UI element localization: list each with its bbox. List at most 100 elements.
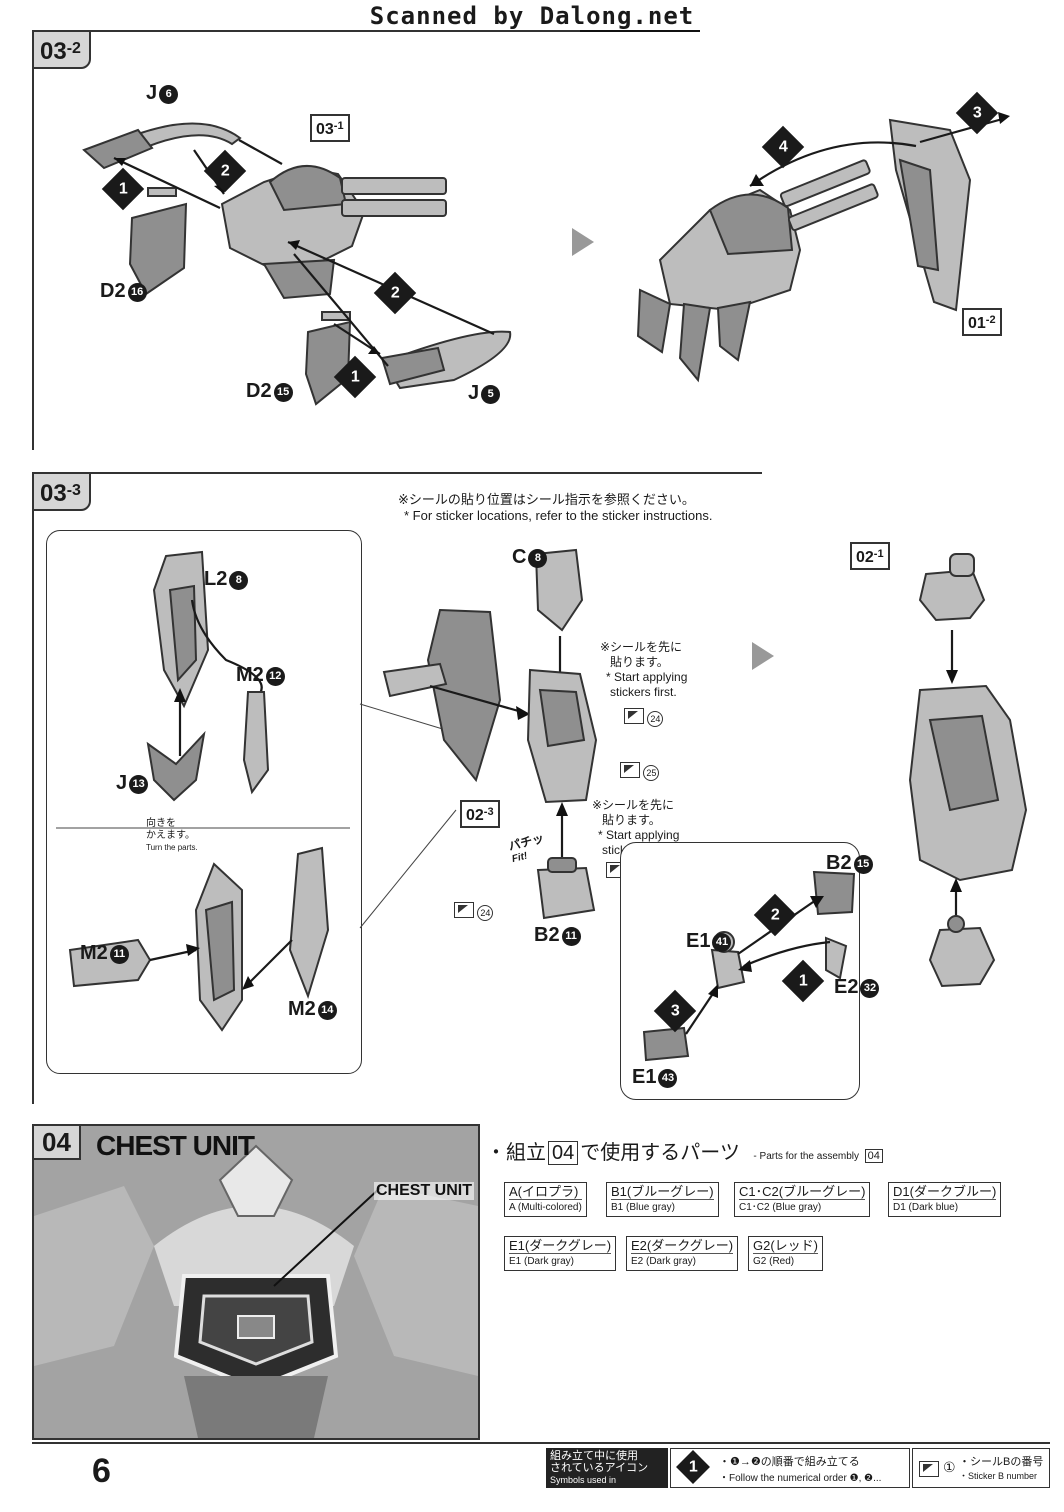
assembled-blade-mid xyxy=(678,302,712,383)
d2-16-peg xyxy=(147,187,177,197)
arrow-2a xyxy=(113,157,221,209)
e1-43-part xyxy=(642,1026,690,1062)
step-03-2-left-diagram xyxy=(82,122,512,406)
m2-11-part xyxy=(68,938,152,988)
subassembly-diagram xyxy=(642,870,856,1062)
step-03-2-tag-main: 03 xyxy=(40,38,67,65)
step-04-photo-panel: 04 CHEST UNIT CHEST UNIT xyxy=(32,1124,480,1440)
ref-03-1: 03-1 xyxy=(310,114,350,142)
step-04-tag: 04 xyxy=(34,1126,81,1160)
c8-part xyxy=(534,548,584,632)
order-legend-icon: 1 xyxy=(676,1450,710,1484)
step-03-2-tag: 03-2 xyxy=(32,30,91,69)
part-e2: E2(ダークグレー)E2 (Dark gray) xyxy=(626,1236,739,1271)
step-04-title: CHEST UNIT xyxy=(96,1130,255,1161)
d2-15-peg xyxy=(321,311,351,321)
right-leg-diagram xyxy=(908,553,1028,988)
arrow-m2-12 xyxy=(190,599,263,699)
center-assembly-diagram xyxy=(382,548,598,920)
step-03-2-tag-sub: -2 xyxy=(66,40,81,57)
m2-14-part xyxy=(288,846,330,1000)
step-03-3-tag: 03-3 xyxy=(32,472,91,511)
ref-02-3: 02-3 xyxy=(460,800,500,828)
sticker-24-bottom: 24 xyxy=(454,902,494,921)
chest-unit-photo xyxy=(34,1126,478,1438)
b2-15-part xyxy=(812,870,856,916)
arrow-sub-3 xyxy=(685,991,715,1035)
order-legend: 1 ・❶→❷の順番で組み立てる ・Follow the numerical or… xyxy=(670,1448,910,1488)
side-armor-clip xyxy=(382,662,448,698)
part-a: A(イロプラ)A (Multi-colored) xyxy=(504,1182,587,1217)
e2-32-part xyxy=(825,936,848,980)
part-d1: D1(ダークブルー)D1 (Dark blue) xyxy=(888,1182,1002,1217)
arrow-3 xyxy=(919,116,1007,144)
d2-16-plate xyxy=(128,202,188,296)
inset-connector xyxy=(359,703,457,929)
b2-11-part xyxy=(536,866,596,920)
ref-02-1: 02-1 xyxy=(850,542,890,570)
shield-inner xyxy=(898,158,940,272)
arm-lower-part xyxy=(262,258,336,300)
assembled-leg-detail xyxy=(928,714,1000,812)
l2-detail xyxy=(168,584,198,683)
shin-detail xyxy=(538,688,586,748)
watermark-text: Scanned by Dalong.net xyxy=(363,2,701,32)
d2-15-plate xyxy=(304,320,352,406)
chest-unit-photo-label: CHEST UNIT xyxy=(374,1182,474,1200)
part-e1: E1(ダークグレー)E1 (Dark gray) xyxy=(504,1236,617,1271)
start-stickers-note-2: ※シールを先に 貼ります。 * Start applying stickers … xyxy=(592,798,680,857)
j5-clip xyxy=(380,346,446,386)
arrow-2b xyxy=(238,139,283,165)
inset-diagram xyxy=(56,550,350,1032)
arrow-2d xyxy=(293,253,389,367)
arrow-4 xyxy=(749,141,917,187)
part-b1: B1(ブルーグレー)B1 (Blue gray) xyxy=(606,1182,719,1217)
page-number: 6 xyxy=(92,1452,111,1490)
sticker-24-top: 24 xyxy=(624,708,664,727)
step-03-2-progress-arrow xyxy=(572,228,594,256)
part-g2: G2(レッド)G2 (Red) xyxy=(748,1236,824,1271)
knee-joint-part xyxy=(918,568,986,622)
arm-barrel-2 xyxy=(341,199,447,217)
step-03-2-right-diagram xyxy=(636,112,1010,383)
assembled-blade-right xyxy=(716,300,752,362)
arrow-m2-14 xyxy=(245,939,293,987)
assembled-barrel-2 xyxy=(787,183,879,232)
j6-clip xyxy=(82,128,154,170)
step-03-3-progress-arrow xyxy=(752,642,774,670)
assembled-barrel-1 xyxy=(779,159,871,208)
m2-12-part xyxy=(242,691,270,795)
footer-rule xyxy=(32,1442,1050,1444)
turn-parts-note: 向きを かえます。 Turn the parts. xyxy=(146,818,198,852)
j13-part xyxy=(146,730,206,802)
ref-01-2: 01-2 xyxy=(962,308,1002,336)
icons-legend-label: 組み立て中に使用 されているアイコン Symbols used in instr… xyxy=(546,1448,668,1497)
arm-barrel-1 xyxy=(341,177,447,195)
sticker-note-jp: ※シールの貼り位置はシール指示を参照ください。 xyxy=(398,492,695,507)
watermark: Scanned by Dalong.net xyxy=(0,2,1064,32)
arrow-side-armor xyxy=(429,684,523,714)
sticker-25-top: 25 xyxy=(620,762,660,781)
arrow-sub-1 xyxy=(743,940,831,968)
assembled-blade-left xyxy=(636,288,672,354)
sticker-legend-icon xyxy=(919,1461,939,1477)
part-c1-c2: C1･C2(ブルーグレー)C1･C2 (Blue gray) xyxy=(734,1182,871,1217)
start-stickers-note-1: ※シールを先に 貼ります。 * Start applying stickers … xyxy=(600,640,688,699)
